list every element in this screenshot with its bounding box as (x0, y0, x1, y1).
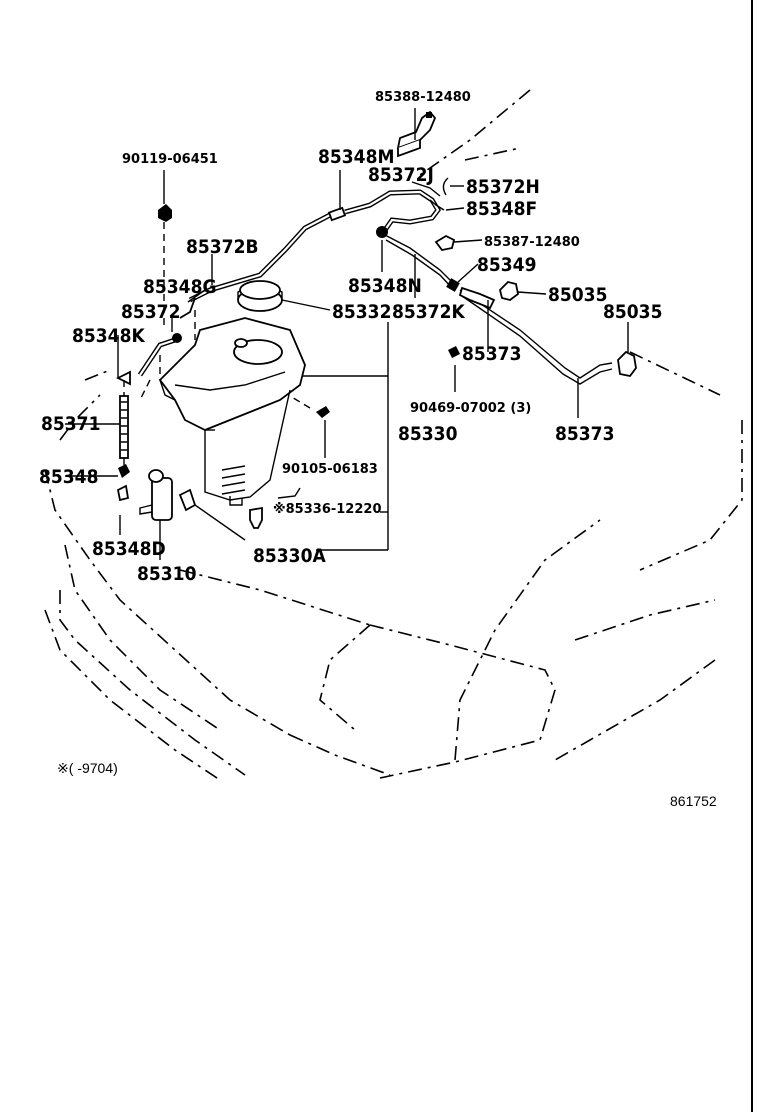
leader-lines (65, 108, 629, 560)
figure-id: 861752 (670, 793, 717, 809)
footnote: ※( -9704) (57, 760, 118, 776)
label-85348m: 85348M (318, 146, 394, 168)
vehicle-outline (44, 89, 743, 781)
washer-tank (158, 317, 306, 506)
label-85372h: 85372H (466, 176, 540, 198)
label-85372j: 85372J (368, 164, 434, 186)
label-85348n: 85348N (348, 275, 422, 297)
washer-pump (139, 469, 197, 521)
filter-85336 (249, 506, 263, 529)
label-85035-b: 85035 (603, 301, 662, 323)
label-90105-06183: 90105-06183 (282, 462, 378, 477)
level-sensor-85371 (115, 370, 131, 502)
part-labels: 85388-12480 90119-06451 85348M 85372J 85… (39, 90, 662, 585)
label-85330a: 85330A (253, 545, 326, 567)
label-85387-12480: 85387-12480 (484, 235, 580, 250)
screw-90119 (158, 204, 172, 330)
label-85348f: 85348F (466, 198, 537, 220)
label-85371: 85371 (41, 413, 100, 435)
label-85348d: 85348D (92, 538, 166, 560)
hose-connectors (172, 206, 460, 343)
label-85372: 85372 (121, 301, 180, 323)
rear-nozzle-85035 (458, 281, 637, 377)
label-85373-b: 85373 (555, 423, 614, 445)
hidden-lines (139, 310, 196, 401)
label-85373-a: 85373 (462, 343, 521, 365)
label-90119-06451: 90119-06451 (122, 152, 218, 167)
label-85372b: 85372B (186, 236, 259, 258)
label-85332: 85332 (332, 301, 391, 323)
label-85348: 85348 (39, 466, 98, 488)
label-85035-a: 85035 (548, 284, 607, 306)
label-85372k: 85372K (392, 301, 465, 323)
label-90469-07002: 90469-07002 (3) (410, 401, 531, 416)
washer-nozzle-85387 (434, 234, 456, 251)
label-85310: 85310 (137, 563, 197, 585)
label-85349: 85349 (477, 254, 536, 276)
label-85330: 85330 (398, 423, 458, 445)
grommet-90469 (448, 346, 460, 358)
label-85348g: 85348G (143, 276, 217, 298)
washer-nozzle-85388 (396, 110, 437, 158)
label-85336-12220: ※85336-12220 (273, 502, 382, 517)
tank-cap (237, 280, 283, 312)
label-85348k: 85348K (72, 325, 145, 347)
bolt-90105 (289, 395, 330, 418)
hose-85372h (429, 177, 449, 211)
label-85388-12480: 85388-12480 (375, 90, 471, 105)
